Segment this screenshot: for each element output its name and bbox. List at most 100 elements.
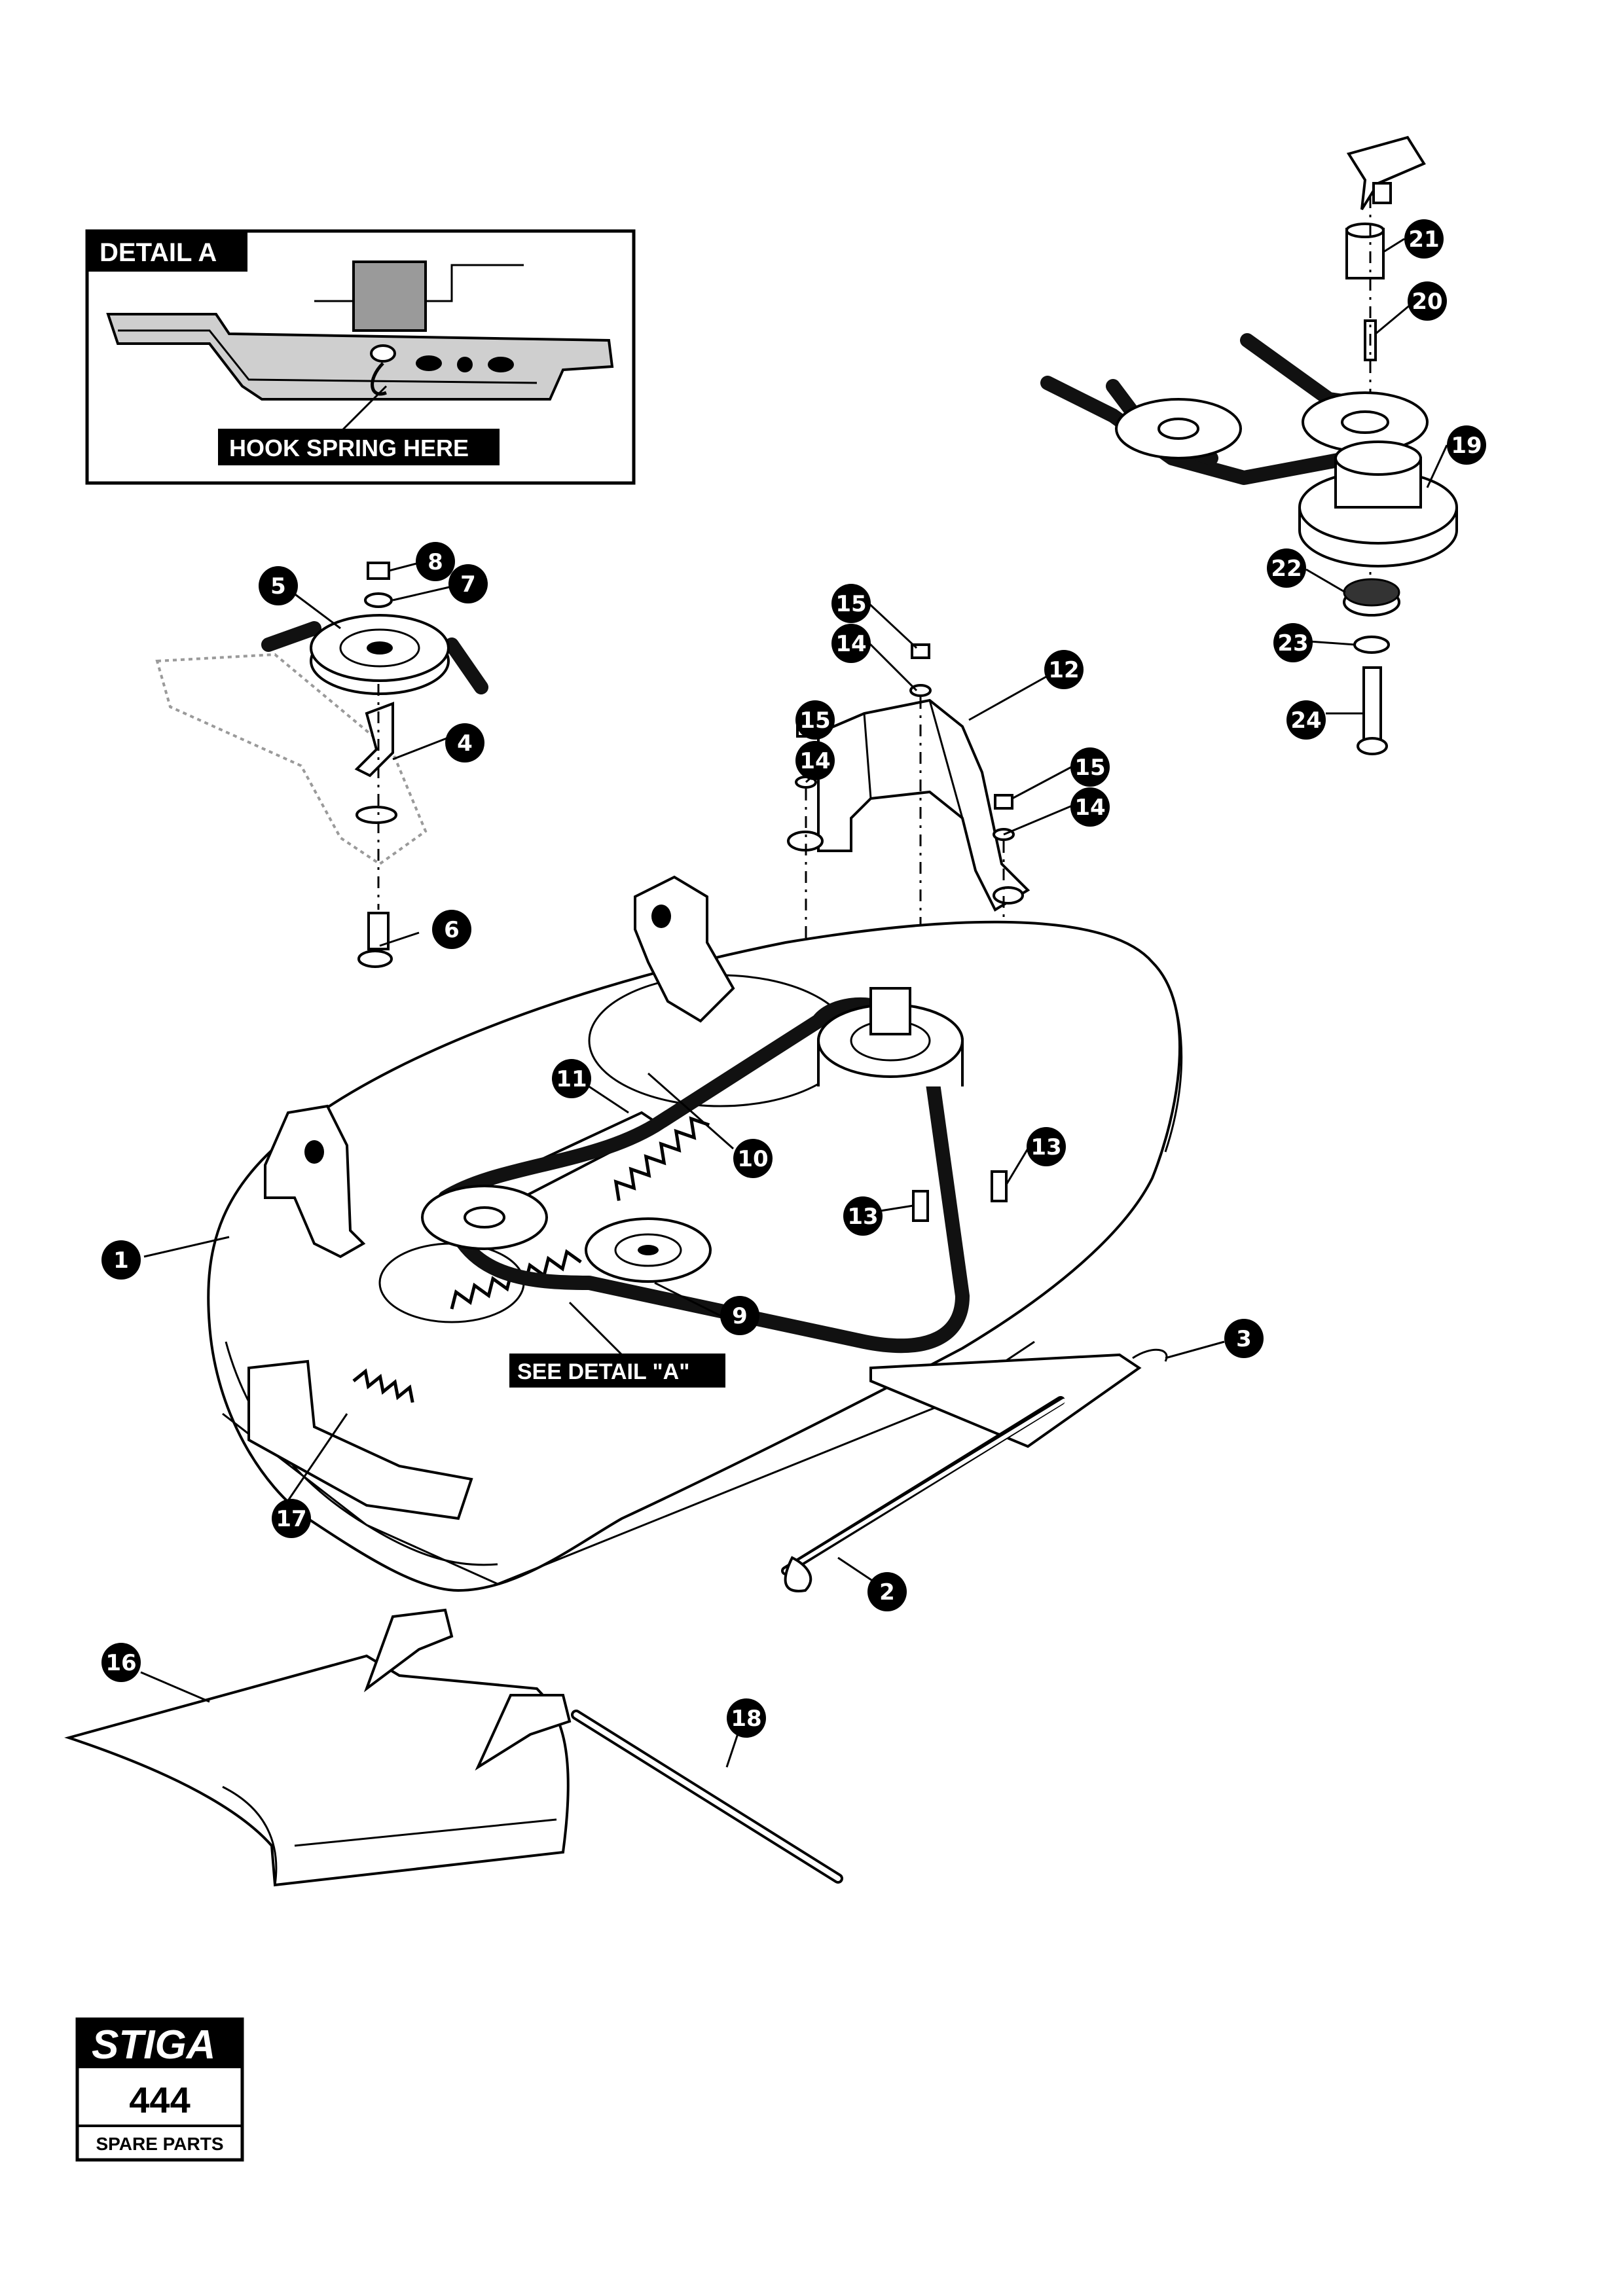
- callout-c11: 11: [552, 1059, 591, 1098]
- callout-number: 14: [1074, 795, 1105, 821]
- callout-number: 15: [835, 591, 866, 617]
- callout-bubble: [831, 624, 871, 663]
- discharge-chute: [64, 1608, 843, 1887]
- callout-c19: 19: [1447, 425, 1486, 465]
- callout-bubble: [867, 1572, 907, 1611]
- callout-number: 17: [276, 1506, 306, 1532]
- callout-number: 4: [457, 730, 473, 757]
- callout-number: 21: [1408, 226, 1439, 253]
- callout-bubble: [1044, 650, 1084, 689]
- callout-c18: 18: [727, 1698, 766, 1738]
- callout-c16: 16: [101, 1643, 141, 1682]
- callout-bubble: [727, 1698, 766, 1738]
- callout-c9: 9: [720, 1296, 759, 1335]
- callout-bubble: [1070, 787, 1110, 827]
- callout-number: 6: [444, 917, 460, 943]
- callout-c1: 1: [101, 1240, 141, 1280]
- callout-c6: 6: [432, 910, 471, 949]
- callout-number: 9: [732, 1303, 748, 1329]
- callout-number: 5: [270, 573, 286, 600]
- callout-bubble: [445, 723, 484, 762]
- callout-c13a: 13: [843, 1196, 883, 1236]
- callout-bubble: [795, 700, 835, 740]
- callout-bubble: [416, 542, 455, 581]
- callout-number: 13: [847, 1204, 878, 1230]
- callout-c15c: 15: [1070, 747, 1110, 787]
- callout-number: 19: [1451, 433, 1482, 459]
- mower-deck: [207, 875, 1183, 1592]
- callout-bubble: [795, 741, 835, 780]
- callout-number: 3: [1236, 1326, 1252, 1352]
- see-detail-a-label: SEE DETAIL "A": [509, 1301, 725, 1388]
- callout-c8: 8: [416, 542, 455, 581]
- callout-c14b: 14: [795, 741, 835, 780]
- callout-number: 11: [556, 1066, 587, 1092]
- callout-bubble: [1447, 425, 1486, 465]
- callout-bubble: [843, 1196, 883, 1236]
- callout-bubble: [432, 910, 471, 949]
- callout-bubble: [101, 1643, 141, 1682]
- callout-number: 20: [1412, 289, 1442, 315]
- callout-number: 8: [428, 549, 443, 575]
- callout-number: 1: [113, 1247, 129, 1274]
- callout-number: 7: [460, 571, 476, 598]
- stiga-logo: STIGA: [92, 2022, 215, 2068]
- callout-bubble: [448, 564, 488, 603]
- detail-a-box: DETAIL A HOOK SPRING HERE: [85, 229, 636, 485]
- callout-c10: 10: [733, 1139, 773, 1178]
- callout-bubble: [1267, 548, 1306, 588]
- callout-c2: 2: [867, 1572, 907, 1611]
- hook-spring-note: HOOK SPRING HERE: [229, 435, 469, 461]
- callout-bubble: [1224, 1319, 1264, 1358]
- callout-number: 22: [1271, 556, 1302, 582]
- callout-number: 14: [799, 748, 830, 774]
- callout-bubble: [1027, 1127, 1066, 1166]
- callout-number: 18: [731, 1706, 761, 1732]
- callout-bubble: [733, 1139, 773, 1178]
- callout-c15b: 15: [795, 700, 835, 740]
- callout-c5: 5: [259, 566, 298, 605]
- callout-c23: 23: [1273, 623, 1313, 662]
- callout-number: 15: [799, 708, 830, 734]
- callout-c7: 7: [448, 564, 488, 603]
- callout-bubbles: 1234567891011121313141414151515161718192…: [101, 219, 1486, 1738]
- callout-c12: 12: [1044, 650, 1084, 689]
- callout-bubble: [1273, 623, 1313, 662]
- callout-c14a: 14: [831, 624, 871, 663]
- callout-bubble: [101, 1240, 141, 1280]
- callout-bubble: [1408, 281, 1447, 321]
- callout-bubble: [1404, 219, 1444, 259]
- callout-bubble: [720, 1296, 759, 1335]
- idler-pulley-assembly: [155, 562, 488, 968]
- callout-c17: 17: [272, 1499, 311, 1538]
- callout-bubble: [259, 566, 298, 605]
- callout-number: 13: [1030, 1134, 1061, 1160]
- engine-pulley-stack: [1040, 135, 1458, 755]
- callout-c22: 22: [1267, 548, 1306, 588]
- callout-number: 24: [1290, 708, 1321, 734]
- detail-a-title: DETAIL A: [100, 238, 217, 267]
- callout-c14c: 14: [1070, 787, 1110, 827]
- callout-c4: 4: [445, 723, 484, 762]
- callout-c21: 21: [1404, 219, 1444, 259]
- callout-c15a: 15: [831, 584, 871, 623]
- callout-bubble: [552, 1059, 591, 1098]
- callout-number: 16: [105, 1650, 136, 1676]
- spare-parts-label: SPARE PARTS: [96, 2134, 224, 2154]
- callout-bubble: [1070, 747, 1110, 787]
- callout-number: 12: [1048, 657, 1079, 683]
- callout-number: 10: [737, 1146, 768, 1172]
- model-number: 444: [129, 2079, 190, 2121]
- callout-bubble: [831, 584, 871, 623]
- callout-c3: 3: [1224, 1319, 1264, 1358]
- callout-bubble: [1286, 700, 1326, 740]
- callout-bubble: [272, 1499, 311, 1538]
- callout-number: 14: [835, 631, 866, 657]
- callout-c20: 20: [1408, 281, 1447, 321]
- callout-c24: 24: [1286, 700, 1326, 740]
- callout-number: 2: [879, 1579, 895, 1605]
- callout-number: 23: [1277, 630, 1308, 656]
- stiga-brand-block: STIGA 444 SPARE PARTS: [75, 2017, 244, 2162]
- callout-c13b: 13: [1027, 1127, 1066, 1166]
